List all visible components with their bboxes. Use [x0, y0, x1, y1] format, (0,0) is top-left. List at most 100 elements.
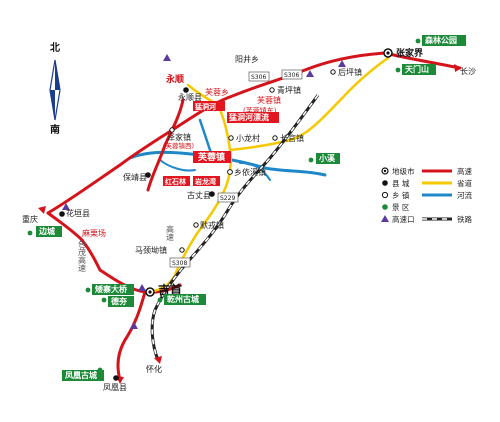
place-label: 凤凰古城	[65, 370, 97, 380]
scenic-box	[402, 64, 436, 75]
place-label: 吉首	[158, 282, 182, 297]
compass-needle-fill	[55, 60, 60, 90]
place-label: 阳井乡	[235, 54, 259, 64]
scenic-marker-icon	[85, 287, 91, 293]
scenic-box	[36, 226, 62, 237]
scenic-box	[164, 294, 206, 305]
place-label: 默戎镇	[200, 220, 224, 230]
red-box	[227, 112, 279, 123]
place-label: (芙蓉镇西)	[163, 141, 194, 150]
expressway-name-label: 高速	[166, 224, 175, 242]
road-badges: S306 S306 S229 S308	[169, 69, 303, 268]
legend: 地级市 县 城 乡 镇 景 区 高速口 高速 省道 河流 铁路	[381, 166, 472, 224]
legend-label: 县 城	[392, 179, 410, 188]
place-label: 张家界	[396, 47, 423, 59]
expressway-link-yongshun	[146, 98, 185, 192]
expressway-north	[46, 51, 387, 215]
exit-icon	[130, 322, 138, 329]
road-badge	[281, 69, 303, 80]
road-badge-label: S308	[172, 260, 187, 267]
expressway-west	[46, 211, 102, 272]
place-label: 芙蓉乡	[205, 87, 229, 97]
railway-line-dash	[151, 94, 319, 361]
legend-county-icon	[382, 180, 388, 186]
place-label: 花垣县	[66, 208, 90, 218]
place-label: 后坪镇	[338, 67, 362, 77]
county-marker-icon	[209, 191, 215, 197]
township-marker-icon	[330, 69, 336, 75]
scenic-box	[92, 284, 134, 295]
road-badge-label: S229	[220, 195, 235, 202]
scenic-marker-icon	[101, 297, 107, 303]
red-box	[193, 151, 231, 163]
township-marker-icon	[169, 127, 175, 133]
place-label: 怀化	[146, 364, 162, 374]
road-badge	[248, 71, 270, 82]
township-marker-icon	[228, 135, 234, 141]
legend-label: 铁路	[457, 214, 472, 224]
compass: 北 南	[49, 41, 61, 136]
city-marker-core	[386, 51, 390, 55]
township-marker-icon	[272, 135, 278, 141]
legend-label: 地级市	[392, 166, 415, 176]
place-label: 德夯	[111, 296, 128, 306]
place-label: 芙蓉镇	[197, 151, 225, 163]
route-arrows	[38, 64, 462, 384]
legend-township-icon	[381, 191, 389, 199]
scenic-marker-icon	[157, 297, 163, 303]
settlements: 张家界 后坪镇 青坪镇 永顺 永顺县 阳井乡 芙蓉乡 芙蓉镇 (芙蓉镇东) 猛洞…	[22, 35, 476, 392]
exit-icon	[306, 70, 314, 77]
place-label: 乾州古城	[167, 294, 199, 304]
road-badge	[217, 192, 239, 203]
legend-exit-icon	[381, 215, 389, 222]
place-label: 乡依溪镇	[234, 167, 266, 177]
scenic-marker-icon	[308, 157, 314, 163]
compass-south-label: 南	[50, 123, 60, 136]
legend-label: 高速	[457, 166, 472, 176]
provincial-road-northeast	[228, 56, 390, 152]
place-label: 小溪	[318, 153, 336, 163]
city-marker-core	[148, 290, 152, 294]
scenic-marker-icon	[415, 38, 421, 44]
place-label: 猛洞河漂流	[228, 112, 269, 122]
river-branch	[239, 161, 271, 181]
place-label: 猛洞河	[194, 102, 216, 111]
legend-label: 河流	[457, 190, 472, 200]
township-marker-icon	[269, 87, 275, 93]
legend-label: 乡 镇	[392, 190, 410, 200]
arrow-changsha-icon	[454, 64, 462, 72]
red-box	[193, 101, 225, 111]
exit-icon	[338, 60, 346, 67]
county-marker-icon	[145, 172, 151, 178]
place-label: 森林公园	[425, 35, 457, 45]
exit-icon	[163, 54, 171, 61]
legend-city-core	[383, 169, 387, 173]
road-badge-label: S306	[251, 74, 266, 81]
place-label: 永顺县	[178, 92, 202, 102]
place-label: 麻栗场	[82, 228, 106, 238]
place-label: 重庆	[22, 214, 38, 224]
legend-label: 景 区	[392, 203, 410, 212]
county-marker-icon	[59, 211, 65, 217]
township-marker-icon	[179, 247, 185, 253]
place-label: 芙蓉镇	[257, 95, 281, 105]
place-label: 凤凰县	[103, 383, 127, 392]
place-label: 矮寨大桥	[94, 284, 128, 294]
scenic-marker-icon	[395, 67, 401, 73]
place-label: 长沙	[460, 66, 476, 76]
scenic-box	[316, 153, 340, 164]
red-box	[193, 176, 220, 186]
place-label: 青坪镇	[277, 85, 301, 95]
compass-needle-fill-south	[50, 90, 55, 120]
place-label: (芙蓉镇东)	[243, 106, 277, 115]
exit-icon	[62, 203, 70, 210]
place-label: 长官镇	[280, 133, 304, 143]
scenic-box	[422, 35, 466, 46]
place-label: 古丈县	[187, 190, 211, 200]
red-box	[163, 176, 190, 186]
scenic-box	[108, 296, 134, 307]
river-branch-west	[159, 159, 196, 172]
arrow-chongqing-icon	[38, 206, 46, 214]
county-marker-icon	[113, 375, 119, 381]
place-label: 边城	[38, 226, 55, 236]
